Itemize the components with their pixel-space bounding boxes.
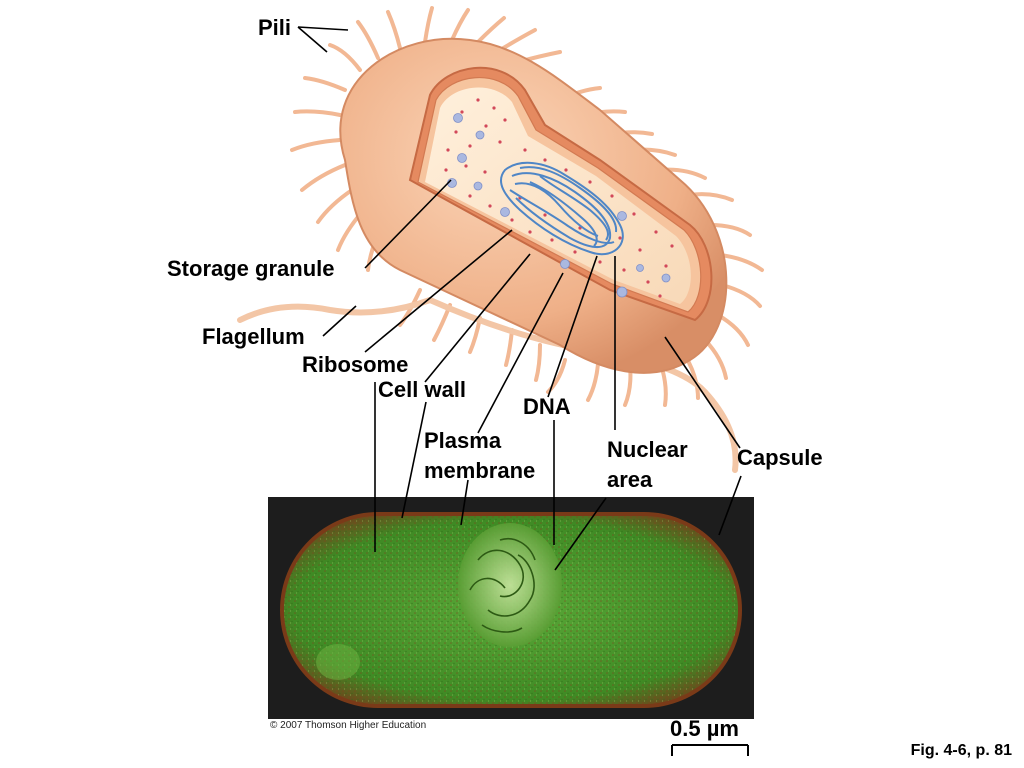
label-pili: Pili bbox=[258, 15, 292, 40]
label-plasma-membrane-line2: membrane bbox=[424, 458, 536, 483]
dna-shape bbox=[500, 161, 624, 256]
label-storage-granule: Storage granule bbox=[167, 256, 335, 281]
pili-group bbox=[290, 6, 764, 407]
label-nuclear-area-line2: area bbox=[607, 467, 653, 492]
ribosomes bbox=[444, 98, 674, 298]
label-plasma-membrane-line1: Plasma bbox=[424, 428, 502, 453]
micrograph-granule bbox=[316, 644, 360, 680]
label-capsule: Capsule bbox=[737, 445, 823, 470]
scale-bar-label: 0.5 µm bbox=[670, 716, 739, 741]
label-nuclear-area-line1: Nuclear bbox=[607, 437, 688, 462]
leader-lines bbox=[297, 26, 742, 571]
copyright-credit: © 2007 Thomson Higher Education bbox=[270, 720, 427, 731]
label-ribosome: Ribosome bbox=[302, 352, 409, 377]
scale-bar bbox=[671, 744, 749, 756]
label-flagellum: Flagellum bbox=[202, 324, 305, 349]
cytoplasm-shape bbox=[425, 87, 691, 304]
label-cell-wall: Cell wall bbox=[378, 377, 467, 402]
storage-granules bbox=[447, 113, 671, 298]
micrograph-dna-strands bbox=[469, 538, 536, 633]
figure-reference: Fig. 4-6, p. 81 bbox=[910, 742, 1012, 759]
label-dna: DNA bbox=[523, 394, 571, 419]
